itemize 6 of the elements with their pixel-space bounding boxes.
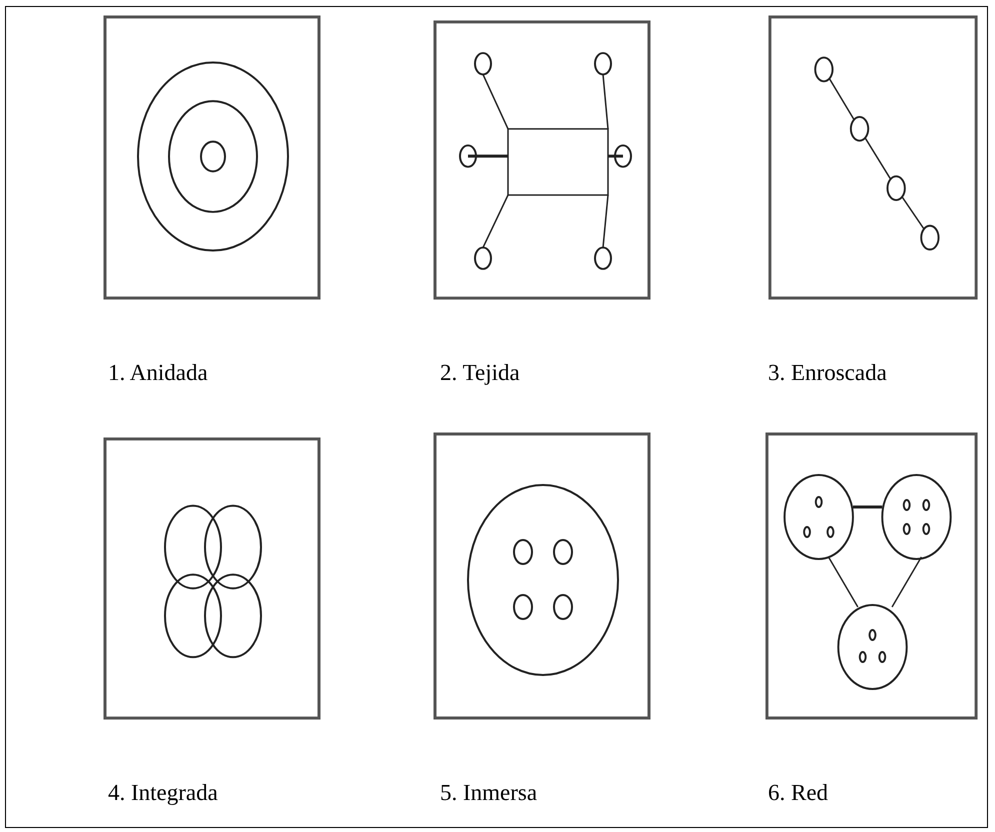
caption: 2. Tejida	[440, 360, 520, 386]
caption: 6. Red	[768, 780, 828, 806]
caption: 4. Integrada	[108, 780, 218, 806]
caption: 1. Anidada	[108, 360, 208, 386]
caption: 5. Inmersa	[440, 780, 538, 806]
caption: 3. Enroscada	[768, 360, 887, 386]
